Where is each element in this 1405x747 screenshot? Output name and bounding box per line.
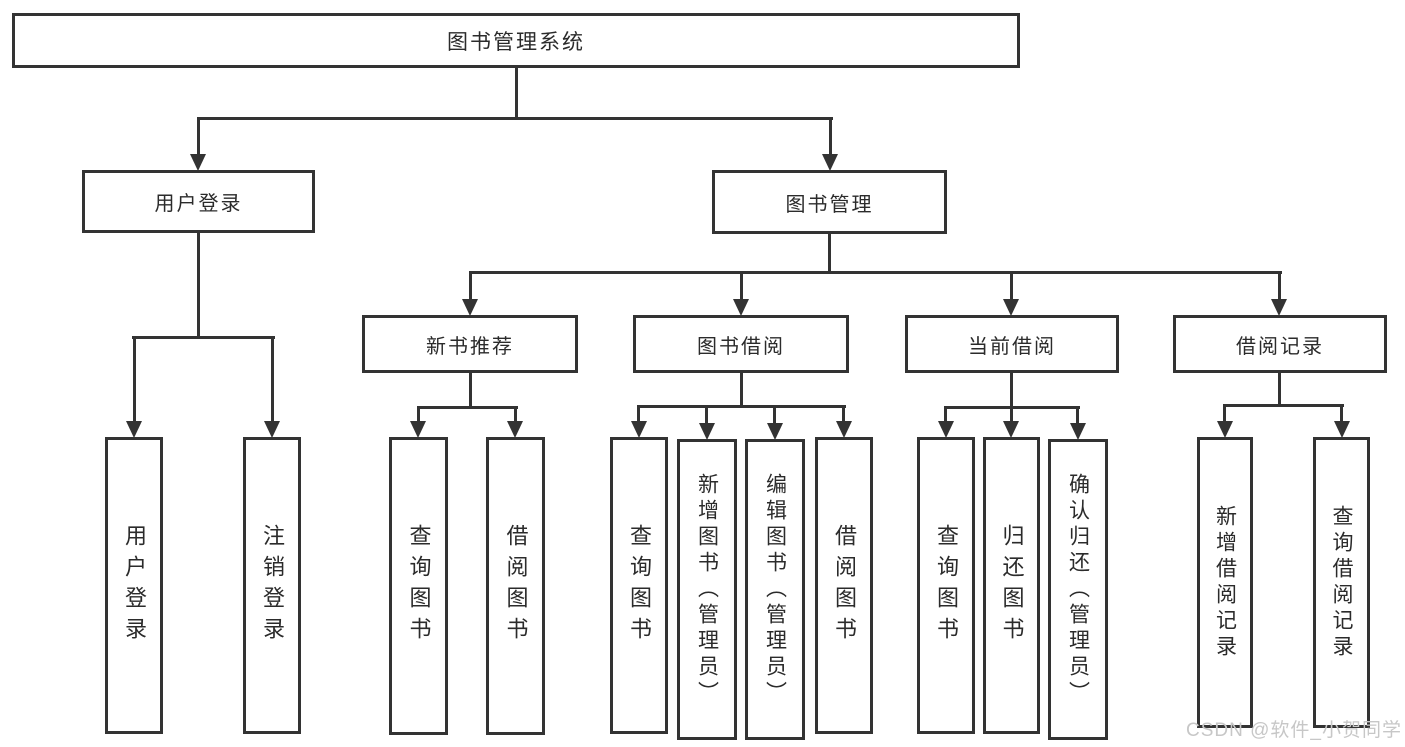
connector-line bbox=[740, 271, 743, 300]
node-label: 图书管理系统 bbox=[447, 30, 585, 54]
connector-line bbox=[1076, 406, 1079, 424]
arrow-down-icon bbox=[1334, 421, 1350, 438]
connector-line bbox=[1010, 373, 1013, 407]
node-borrow-records: 借阅记录 bbox=[1173, 315, 1387, 373]
node-label: 查询图书 bbox=[406, 524, 432, 648]
leaf-edit-books-admin: 编辑图书（管理员） bbox=[745, 439, 805, 740]
node-label: 注销登录 bbox=[260, 523, 285, 648]
arrow-down-icon bbox=[733, 299, 749, 316]
connector-line bbox=[271, 336, 274, 422]
node-label: 借阅图书 bbox=[832, 523, 857, 648]
node-current-borrowing: 当前借阅 bbox=[905, 315, 1119, 373]
arrow-down-icon bbox=[822, 154, 838, 171]
leaf-query-borrow-record: 查询借阅记录 bbox=[1313, 437, 1370, 728]
connector-line bbox=[1278, 373, 1281, 405]
connector-line bbox=[637, 405, 846, 408]
leaf-confirm-return-admin: 确认归还（管理员） bbox=[1048, 439, 1108, 740]
connector-line bbox=[773, 405, 776, 423]
arrow-down-icon bbox=[1003, 421, 1019, 438]
leaf-logout: 注销登录 bbox=[243, 437, 301, 734]
node-label: 新增图书（管理员） bbox=[695, 472, 719, 707]
connector-line bbox=[1278, 271, 1281, 300]
arrow-down-icon bbox=[1271, 299, 1287, 316]
connector-line bbox=[1223, 404, 1344, 407]
connector-line bbox=[1223, 404, 1226, 422]
arrow-down-icon bbox=[1070, 423, 1086, 440]
arrow-down-icon bbox=[507, 421, 523, 438]
arrow-down-icon bbox=[938, 421, 954, 438]
arrow-down-icon bbox=[836, 421, 852, 438]
connector-line bbox=[705, 405, 708, 423]
leaf-return-books: 归还图书 bbox=[983, 437, 1040, 734]
arrow-down-icon bbox=[190, 154, 206, 171]
connector-line bbox=[132, 336, 275, 339]
connector-line bbox=[1010, 406, 1013, 422]
node-label: 新增借阅记录 bbox=[1213, 504, 1237, 661]
connector-line bbox=[740, 373, 743, 406]
leaf-add-books-admin: 新增图书（管理员） bbox=[677, 439, 737, 740]
connector-line bbox=[469, 271, 1282, 274]
leaf-query-books: 查询图书 bbox=[917, 437, 975, 734]
node-book-borrowing: 图书借阅 bbox=[633, 315, 849, 373]
connector-line bbox=[197, 233, 200, 337]
node-new-book-recommend: 新书推荐 bbox=[362, 315, 578, 373]
node-label: 图书借阅 bbox=[697, 335, 785, 358]
node-label: 当前借阅 bbox=[968, 335, 1056, 358]
arrow-down-icon bbox=[264, 421, 280, 438]
connector-line bbox=[469, 271, 472, 300]
connector-line bbox=[515, 68, 518, 118]
connector-line bbox=[197, 117, 833, 120]
arrow-down-icon bbox=[699, 423, 715, 440]
leaf-query-books: 查询图书 bbox=[389, 437, 448, 735]
node-label: 借阅记录 bbox=[1236, 335, 1324, 358]
node-label: 查询图书 bbox=[934, 523, 959, 648]
leaf-add-borrow-record: 新增借阅记录 bbox=[1197, 437, 1253, 728]
node-label: 用户登录 bbox=[122, 523, 147, 648]
leaf-user-login: 用户登录 bbox=[105, 437, 163, 734]
arrow-down-icon bbox=[1217, 421, 1233, 438]
arrow-down-icon bbox=[126, 421, 142, 438]
node-label: 借阅图书 bbox=[503, 524, 529, 648]
node-label: 新书推荐 bbox=[426, 335, 514, 358]
csdn-watermark: CSDN @软件_小贺同学 bbox=[1186, 720, 1402, 741]
node-label: 查询借阅记录 bbox=[1330, 504, 1353, 661]
connector-line bbox=[637, 405, 640, 422]
connector-line bbox=[828, 234, 831, 272]
leaf-borrow-books: 借阅图书 bbox=[486, 437, 545, 735]
node-book-management: 图书管理 bbox=[712, 170, 947, 234]
node-label: 确认归还（管理员） bbox=[1066, 472, 1090, 707]
leaf-query-books: 查询图书 bbox=[610, 437, 668, 734]
connector-line bbox=[944, 406, 947, 422]
node-label: 用户登录 bbox=[154, 193, 243, 215]
connector-line bbox=[469, 373, 472, 407]
node-label: 编辑图书（管理员） bbox=[763, 472, 787, 707]
arrow-down-icon bbox=[767, 423, 783, 440]
connector-line bbox=[1340, 404, 1343, 422]
node-label: 图书管理 bbox=[785, 193, 874, 216]
connector-line bbox=[417, 406, 420, 422]
leaf-borrow-books: 借阅图书 bbox=[815, 437, 873, 734]
arrow-down-icon bbox=[462, 299, 478, 316]
connector-line bbox=[514, 406, 517, 422]
node-label: 归还图书 bbox=[999, 523, 1025, 648]
arrow-down-icon bbox=[410, 421, 426, 438]
connector-line bbox=[842, 405, 845, 422]
arrow-down-icon bbox=[631, 421, 647, 438]
connector-line bbox=[1010, 271, 1013, 300]
node-user-login: 用户登录 bbox=[82, 170, 315, 233]
connector-line bbox=[417, 406, 518, 409]
connector-line bbox=[133, 336, 136, 422]
connector-line bbox=[829, 117, 832, 156]
node-library-management-system: 图书管理系统 bbox=[12, 13, 1020, 68]
connector-line bbox=[197, 117, 200, 156]
node-label: 查询图书 bbox=[627, 523, 652, 648]
arrow-down-icon bbox=[1003, 299, 1019, 316]
